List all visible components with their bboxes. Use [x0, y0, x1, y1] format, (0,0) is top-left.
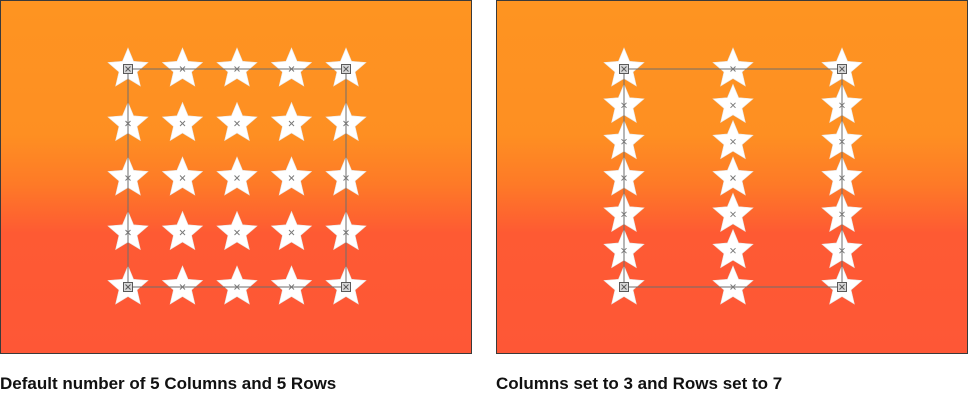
x-icon: [730, 102, 736, 109]
star-icon: [161, 265, 204, 305]
square-handle-icon: [619, 64, 629, 74]
x-icon: [839, 211, 845, 218]
star-icon: [161, 210, 204, 251]
x-icon: [179, 120, 186, 127]
x-icon: [343, 229, 349, 236]
star-icon: [216, 265, 258, 305]
star-icon: [270, 47, 313, 87]
star-icon: [216, 47, 258, 87]
x-icon: [125, 229, 131, 236]
x-icon: [179, 66, 186, 72]
star-icon: [216, 210, 258, 251]
x-icon: [730, 175, 736, 181]
star-icon: [712, 192, 754, 232]
x-icon: [839, 102, 845, 109]
square-handle-icon: [123, 282, 133, 292]
x-icon: [288, 229, 295, 236]
x-icon: [730, 66, 736, 72]
x-icon: [234, 229, 240, 236]
star-icon: [270, 265, 313, 305]
star-grid-svg: [107, 47, 367, 305]
x-icon: [839, 247, 845, 254]
x-icon: [343, 175, 349, 181]
star-icon: [712, 228, 754, 269]
x-icon: [125, 120, 131, 127]
x-icon: [288, 175, 295, 181]
x-icon: [621, 102, 627, 109]
star-icon: [712, 119, 754, 160]
star-icon: [270, 210, 313, 251]
star-group: [603, 47, 863, 305]
x-icon: [234, 120, 240, 127]
x-icon: [179, 229, 186, 236]
x-icon: [730, 247, 736, 254]
star-grid-svg: [603, 47, 863, 305]
x-icon: [179, 175, 186, 181]
x-icon: [125, 175, 131, 181]
canvas-default-grid[interactable]: [0, 0, 472, 354]
star-icon: [712, 83, 754, 123]
x-icon: [343, 120, 349, 127]
x-icon: [621, 138, 627, 145]
star-group: [107, 47, 367, 305]
x-icon: [621, 211, 627, 218]
star-icon: [712, 47, 754, 87]
x-icon: [730, 211, 736, 218]
square-handle-icon: [619, 282, 629, 292]
star-icon: [161, 101, 204, 142]
caption-default-grid: Default number of 5 Columns and 5 Rows: [0, 374, 337, 393]
x-icon: [621, 247, 627, 254]
star-icon: [712, 265, 754, 305]
star-icon: [270, 156, 313, 196]
star-icon: [270, 101, 313, 142]
x-icon: [839, 138, 845, 145]
x-icon: [839, 175, 845, 181]
x-icon: [730, 138, 736, 145]
x-icon: [288, 120, 295, 127]
caption-custom-grid: Columns set to 3 and Rows set to 7: [496, 374, 783, 393]
x-icon: [730, 284, 736, 290]
star-icon: [161, 47, 204, 87]
square-handle-icon: [837, 282, 847, 292]
x-icon: [288, 66, 295, 72]
square-handle-icon: [837, 64, 847, 74]
x-icon: [288, 284, 295, 290]
x-icon: [234, 284, 240, 290]
square-handle-icon: [123, 64, 133, 74]
star-icon: [216, 101, 258, 142]
x-icon: [621, 175, 627, 181]
star-icon: [216, 156, 258, 196]
x-icon: [234, 66, 240, 72]
x-icon: [234, 175, 240, 181]
square-handle-icon: [341, 282, 351, 292]
canvas-custom-grid[interactable]: [496, 0, 968, 354]
star-icon: [161, 156, 204, 196]
x-icon: [179, 284, 186, 290]
star-icon: [712, 156, 754, 196]
square-handle-icon: [341, 64, 351, 74]
